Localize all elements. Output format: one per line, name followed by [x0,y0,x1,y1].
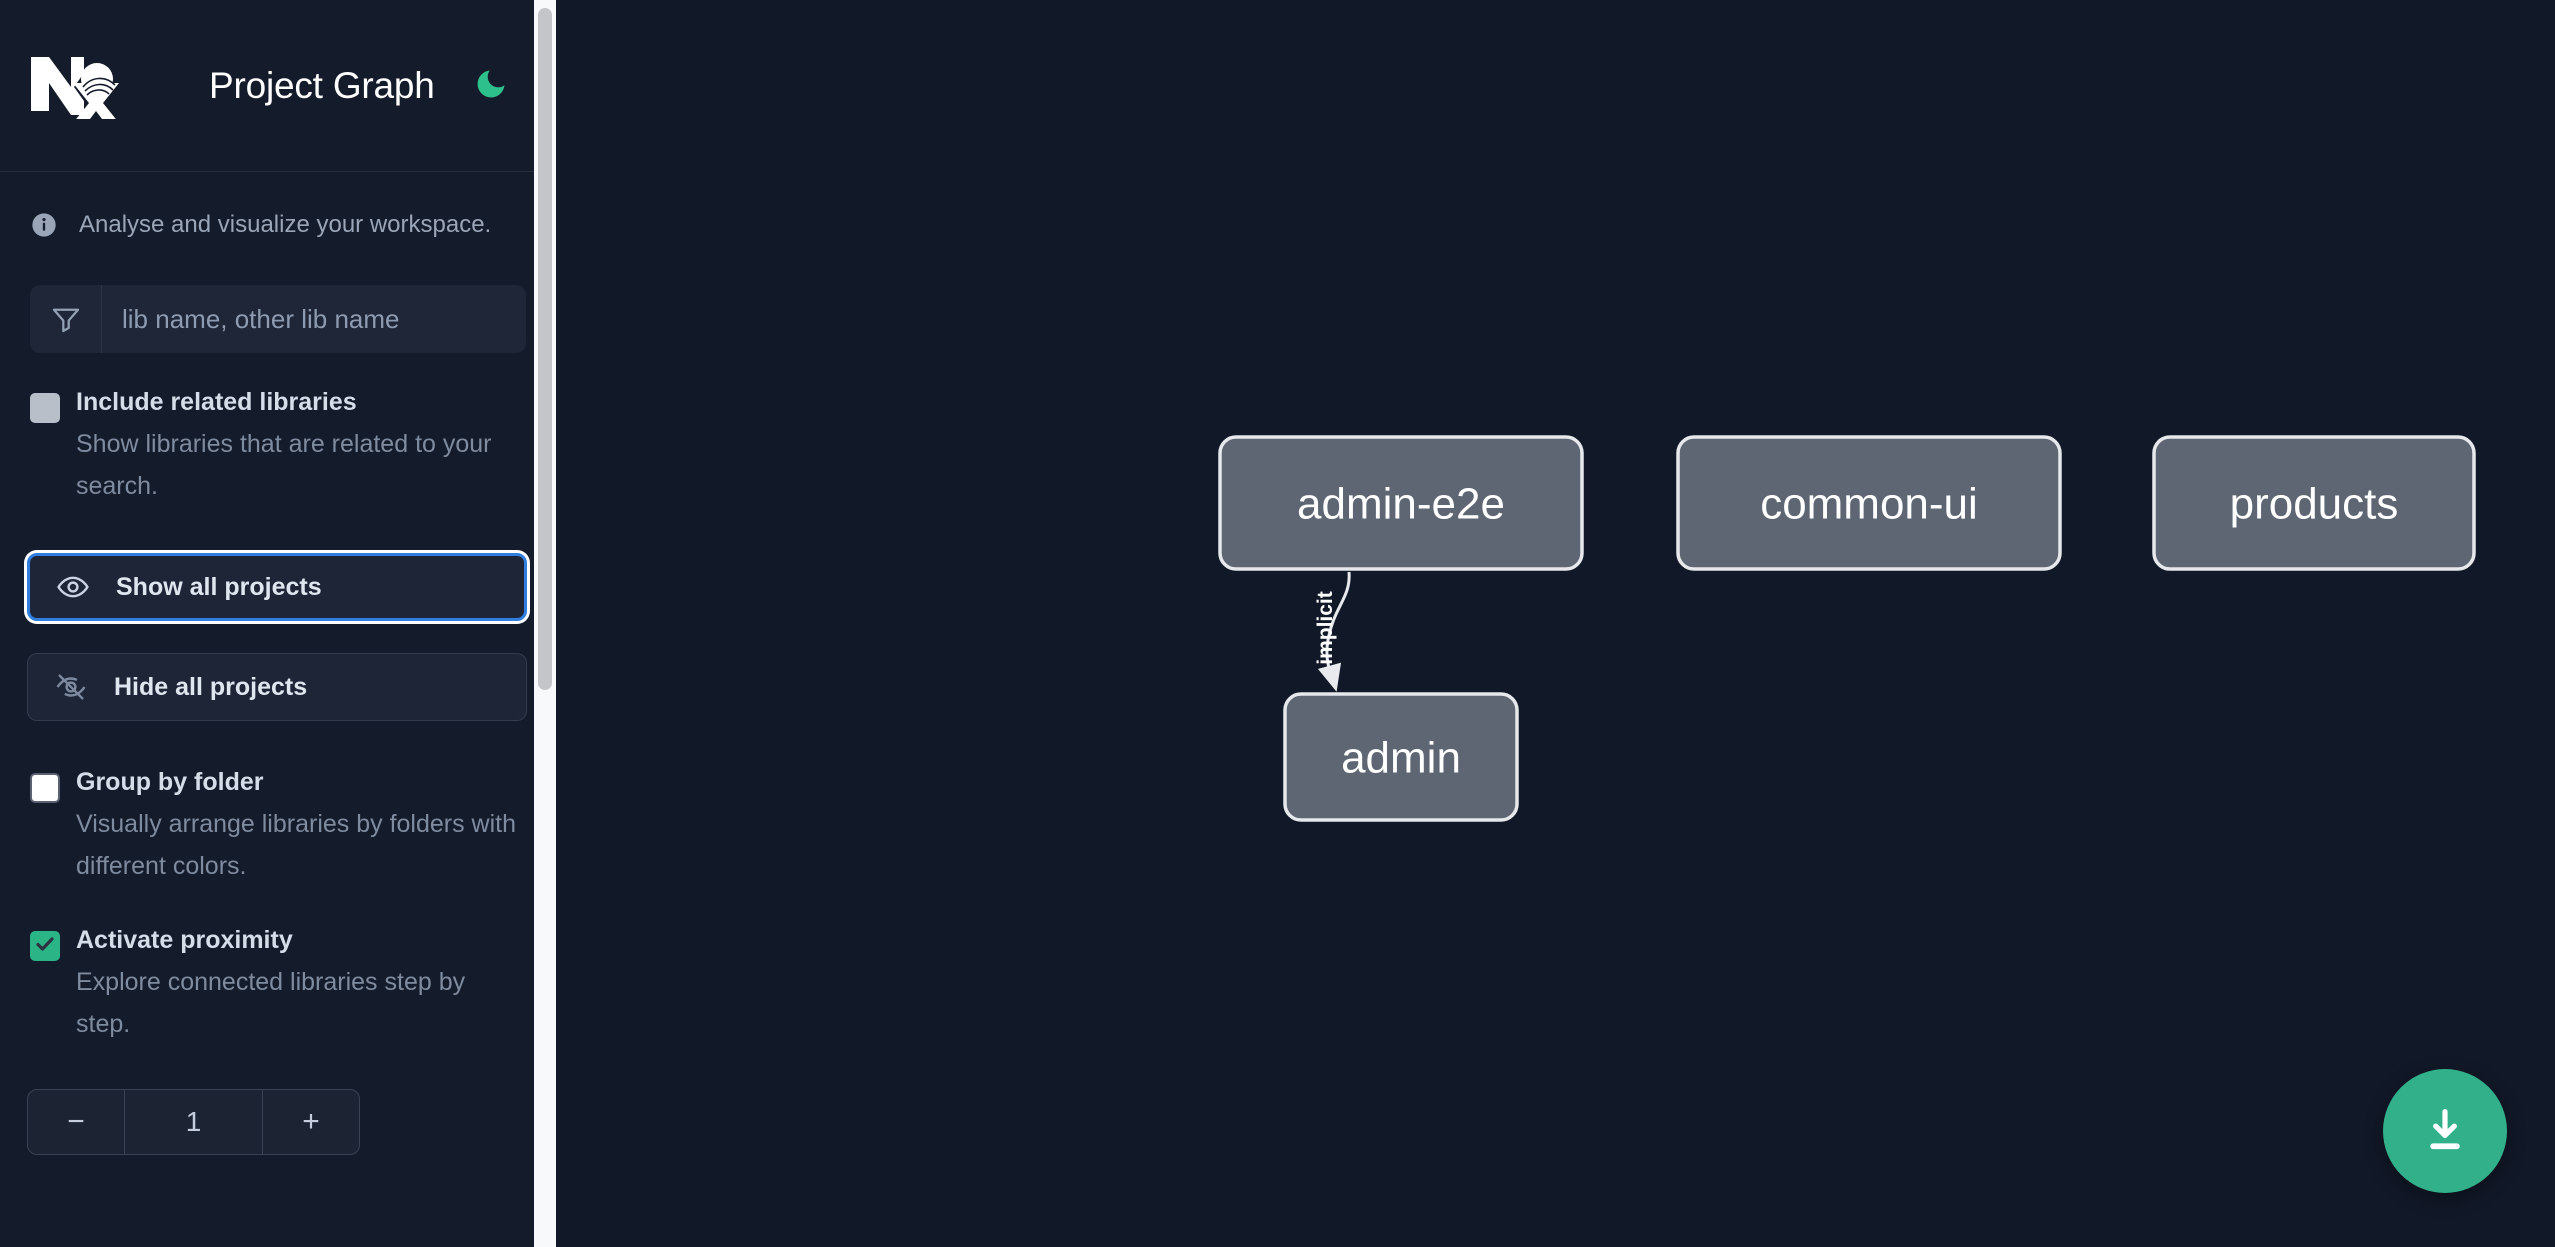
option-include-related-libraries: Include related libraries Show libraries… [0,387,556,507]
graph-node-label-admin: admin [1341,734,1461,783]
theme-toggle-button[interactable] [472,67,510,105]
page-title: Project Graph [209,64,435,106]
graph-node-label-products: products [2230,480,2399,529]
graph-node-label-common-ui: common-ui [1760,480,1978,529]
graph-canvas[interactable]: implicit implicit admin-e2e common-ui [556,0,2555,1247]
project-graph-svg: implicit implicit admin-e2e common-ui [1218,435,2476,822]
workspace-info: Analyse and visualize your workspace. [0,172,556,277]
eye-icon [56,570,90,604]
activate-proximity-label: Activate proximity [76,926,293,954]
filter-funnel-icon[interactable] [30,285,102,353]
proximity-decrement-button[interactable]: − [28,1090,124,1154]
download-icon [2419,1104,2471,1159]
project-visibility-buttons: Show all projects Hide all projects [0,553,556,721]
include-related-libraries-description: Show libraries that are related to your … [76,430,492,500]
graph-nodes: admin-e2e common-ui products store-e2e a… [1218,435,2476,822]
sidebar-scrollbar-thumb[interactable] [538,8,552,690]
proximity-stepper-section: − 1 + [0,1089,556,1155]
sidebar: Project Graph [0,0,556,1247]
nx-logo-icon [27,53,123,119]
checkmark-icon [33,932,57,961]
workspace-info-text: Analyse and visualize your workspace. [79,210,492,238]
show-all-projects-button[interactable]: Show all projects [27,553,527,621]
activate-proximity-checkbox[interactable] [30,931,60,961]
proximity-value: 1 [185,1106,202,1137]
hide-all-projects-label: Hide all projects [114,672,308,701]
search-section [0,285,556,353]
search-input[interactable] [102,285,526,353]
option-activate-proximity: Activate proximity Explore connected lib… [0,925,556,1045]
proximity-increment-button[interactable]: + [263,1090,359,1154]
graph-node-products[interactable]: products [2152,435,2476,571]
graph-edges: implicit implicit [1314,571,1351,692]
stepper-divider-left [124,1090,125,1154]
sidebar-header: Project Graph [0,0,556,172]
hide-all-projects-button[interactable]: Hide all projects [27,653,527,721]
graph-node-admin-e2e[interactable]: admin-e2e [1218,435,1584,571]
search-box[interactable] [30,285,526,353]
include-related-libraries-checkbox[interactable] [30,393,60,423]
activate-proximity-description: Explore connected libraries step by step… [76,968,466,1038]
graph-node-admin[interactable]: admin [1283,692,1519,822]
include-related-libraries-label: Include related libraries [76,388,357,416]
proximity-stepper: − 1 + [27,1089,360,1155]
option-group-by-folder: Group by folder Visually arrange librari… [0,767,556,887]
edge-label-implicit-admin: implicit [1314,591,1337,665]
eye-off-icon [54,670,88,704]
group-by-folder-description: Visually arrange libraries by folders wi… [76,810,517,880]
graph-node-label-admin-e2e: admin-e2e [1297,480,1505,529]
group-by-folder-label: Group by folder [76,768,264,796]
moon-icon [473,66,509,105]
group-by-folder-checkbox[interactable] [30,773,60,803]
download-graph-button[interactable] [2383,1069,2507,1193]
edge-admin-e2e-to-admin[interactable]: implicit [1314,571,1351,692]
sidebar-scrollbar-track[interactable] [534,0,556,1247]
stepper-divider-right [262,1090,263,1154]
graph-node-common-ui[interactable]: common-ui [1676,435,2062,571]
show-all-projects-label: Show all projects [116,572,322,601]
info-circle-icon [30,211,58,239]
